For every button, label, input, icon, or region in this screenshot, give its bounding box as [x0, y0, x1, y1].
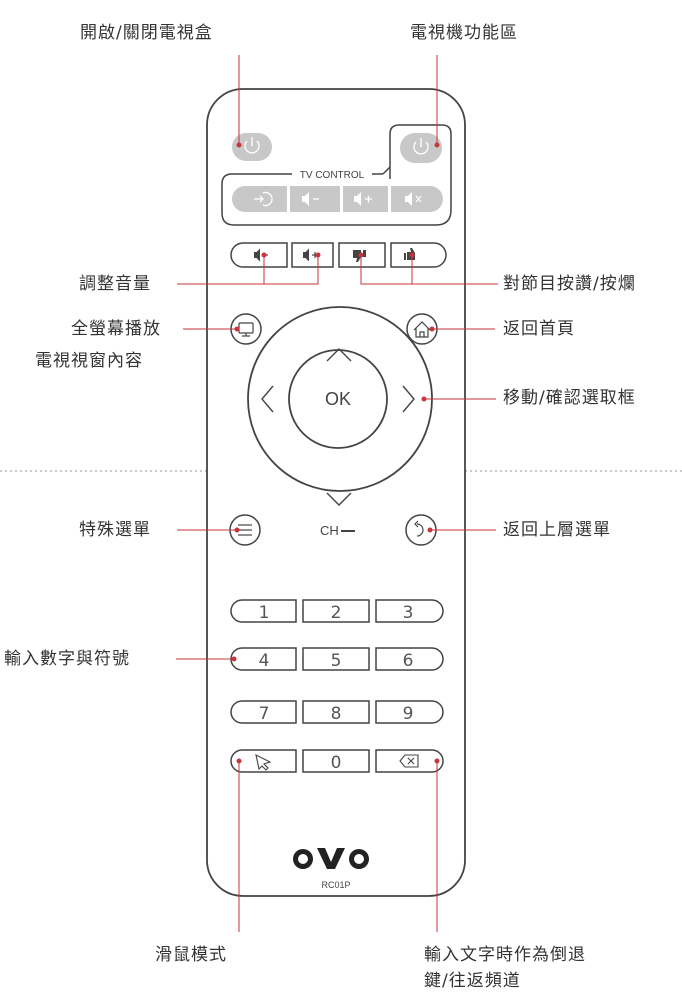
- power-icon: [413, 138, 429, 155]
- back-arrow-icon: [414, 520, 424, 537]
- label-fullscreen-1: 全螢幕播放: [71, 319, 161, 339]
- key-7[interactable]: [230, 700, 297, 724]
- key-5[interactable]: [302, 647, 370, 671]
- dpad-left-arrow-icon[interactable]: [261, 385, 274, 413]
- label-back: 返回上層選單: [503, 520, 611, 540]
- label-backspace-1: 輸入文字時作為倒退: [424, 945, 586, 965]
- label-fullscreen-2: 電視視窗內容: [35, 351, 143, 371]
- label-numbers: 輸入數字與符號: [4, 649, 130, 669]
- leader-dots: [231, 142, 440, 764]
- speaker-icon: [302, 192, 309, 206]
- key-8[interactable]: [302, 700, 370, 724]
- back-button[interactable]: [405, 514, 437, 546]
- tv-volume-down-button[interactable]: [290, 186, 340, 212]
- key-label: 4: [259, 651, 270, 671]
- menu-button[interactable]: [229, 514, 261, 546]
- label-power-box: 開啟/關閉電視盒: [80, 23, 213, 43]
- key-6[interactable]: [375, 647, 444, 671]
- label-volume: 調整音量: [79, 274, 151, 294]
- box-power-button[interactable]: [232, 133, 272, 161]
- numpad-labels: 1 2 3 4 5 6 7 8 9 0: [259, 603, 414, 773]
- speaker-icon: [303, 248, 309, 262]
- key-2[interactable]: [302, 599, 370, 623]
- backspace-key[interactable]: [375, 749, 444, 773]
- key-label: 9: [403, 704, 414, 724]
- label-tv-area: 電視機功能區: [410, 23, 518, 43]
- ovo-logo: [293, 848, 369, 869]
- key-label: 7: [259, 704, 270, 724]
- label-menu: 特殊選單: [79, 520, 151, 540]
- label-dpad: 移動/確認選取框: [503, 388, 636, 408]
- remote-body: [206, 88, 466, 897]
- key-label: 5: [331, 651, 342, 671]
- cursor-icon: [255, 753, 272, 771]
- thumbs-up-button[interactable]: [390, 242, 447, 268]
- key-label: 3: [403, 603, 414, 623]
- dpad-down-arrow-icon[interactable]: [326, 492, 352, 506]
- key-label: 0: [331, 753, 342, 773]
- volume-up-button[interactable]: [291, 242, 334, 268]
- key-label: 8: [331, 704, 342, 724]
- label-home: 返回首頁: [503, 319, 575, 339]
- key-0[interactable]: [302, 749, 370, 773]
- ok-label: OK: [325, 389, 351, 409]
- tv-volume-up-button[interactable]: [343, 186, 388, 212]
- tv-input-button[interactable]: [232, 186, 287, 212]
- tv-control-label: TV CONTROL: [300, 170, 365, 181]
- dpad-up-arrow-icon[interactable]: [326, 348, 352, 362]
- volume-down-button[interactable]: [230, 242, 288, 268]
- dpad-right-arrow-icon[interactable]: [402, 385, 415, 413]
- key-label: 2: [331, 603, 342, 623]
- key-9[interactable]: [375, 700, 444, 724]
- backspace-icon: [399, 754, 419, 768]
- key-4[interactable]: [230, 647, 297, 671]
- key-label: 6: [403, 651, 414, 671]
- leader-lines: [176, 55, 498, 932]
- input-source-icon: [254, 191, 273, 207]
- label-mouse: 滑鼠模式: [155, 945, 227, 965]
- mute-icon: [405, 192, 412, 206]
- hamburger-icon: [238, 524, 252, 536]
- key-3[interactable]: [375, 599, 444, 623]
- speaker-icon: [254, 248, 260, 262]
- label-rating: 對節目按讚/按爛: [503, 274, 636, 294]
- mouse-mode-key[interactable]: [230, 749, 297, 773]
- tv-mute-button[interactable]: [391, 186, 443, 212]
- numpad: [230, 599, 444, 773]
- key-1[interactable]: [230, 599, 297, 623]
- power-icon: [244, 137, 260, 154]
- key-label: 1: [259, 603, 270, 623]
- home-icon: [413, 321, 431, 338]
- speaker-icon: [354, 192, 361, 206]
- ch-down-label: CH: [320, 523, 339, 538]
- label-backspace-2: 鍵/往返頻道: [424, 971, 521, 991]
- tv-power-button[interactable]: [400, 133, 442, 163]
- model-number: RC01P: [321, 880, 350, 890]
- leader-rating: [360, 255, 498, 285]
- tv-control-frame: [221, 124, 452, 226]
- fullscreen-button[interactable]: [230, 313, 262, 345]
- leader-volume: [177, 255, 319, 285]
